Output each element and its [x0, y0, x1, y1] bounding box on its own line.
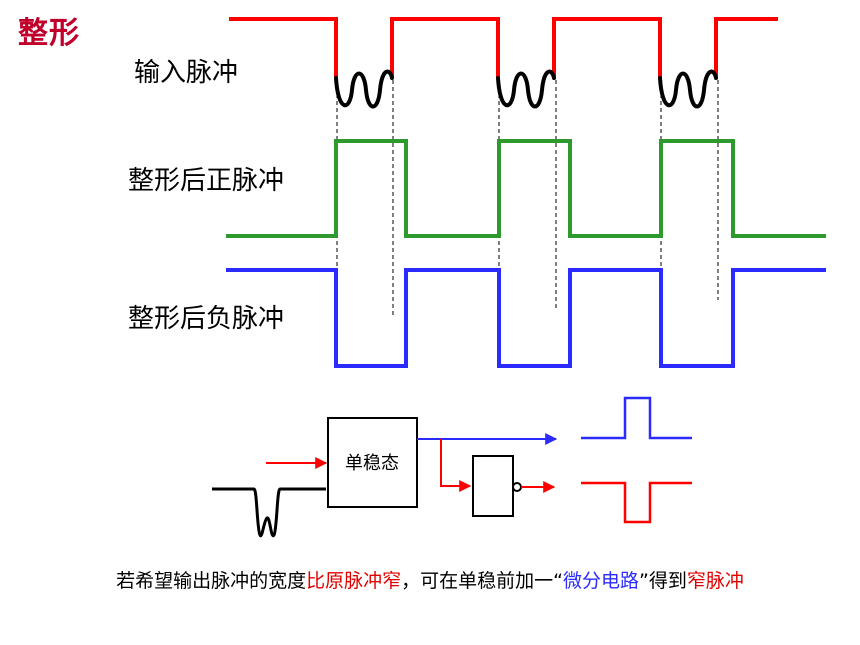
input-spike-wave [212, 487, 326, 538]
positive-pulse-wave [226, 139, 826, 238]
negative-pulse-label: 整形后负脉冲 [128, 304, 285, 334]
noise-wiggle [658, 69, 718, 109]
noise-wiggle [334, 69, 394, 109]
inverter-bubble [512, 482, 522, 492]
caption-text-1: 若希望输出脉冲的宽度 [116, 570, 307, 592]
negative-output-pulse [581, 481, 692, 524]
inverter-gate [472, 455, 514, 517]
input-pulse-label: 输入脉冲 [134, 58, 239, 88]
positive-pulse-label: 整形后正脉冲 [128, 166, 285, 196]
inverter-input-line [440, 439, 472, 492]
caption-text-2: ，可在单稳前加一“ [401, 570, 563, 592]
caption-highlight-narrow-pulse: 窄脉冲 [686, 570, 744, 592]
caption-highlight-differentiator: 微分电路 [563, 570, 640, 592]
caption-text-3: ”得到 [639, 570, 687, 592]
caption: 若希望输出脉冲的宽度比原脉冲窄，可在单稳前加一“微分电路”得到窄脉冲 [0, 566, 860, 593]
noise-wiggle [496, 69, 556, 109]
input-pulse-wave [229, 17, 778, 78]
monostable-label: 单稳态 [345, 453, 399, 474]
alignment-guides [336, 80, 719, 318]
negative-pulse-wave [226, 268, 826, 368]
positive-output-pulse [581, 396, 692, 440]
caption-highlight-narrower: 比原脉冲窄 [306, 570, 402, 592]
page-title: 整形 [18, 16, 80, 51]
monostable-block [327, 417, 418, 508]
